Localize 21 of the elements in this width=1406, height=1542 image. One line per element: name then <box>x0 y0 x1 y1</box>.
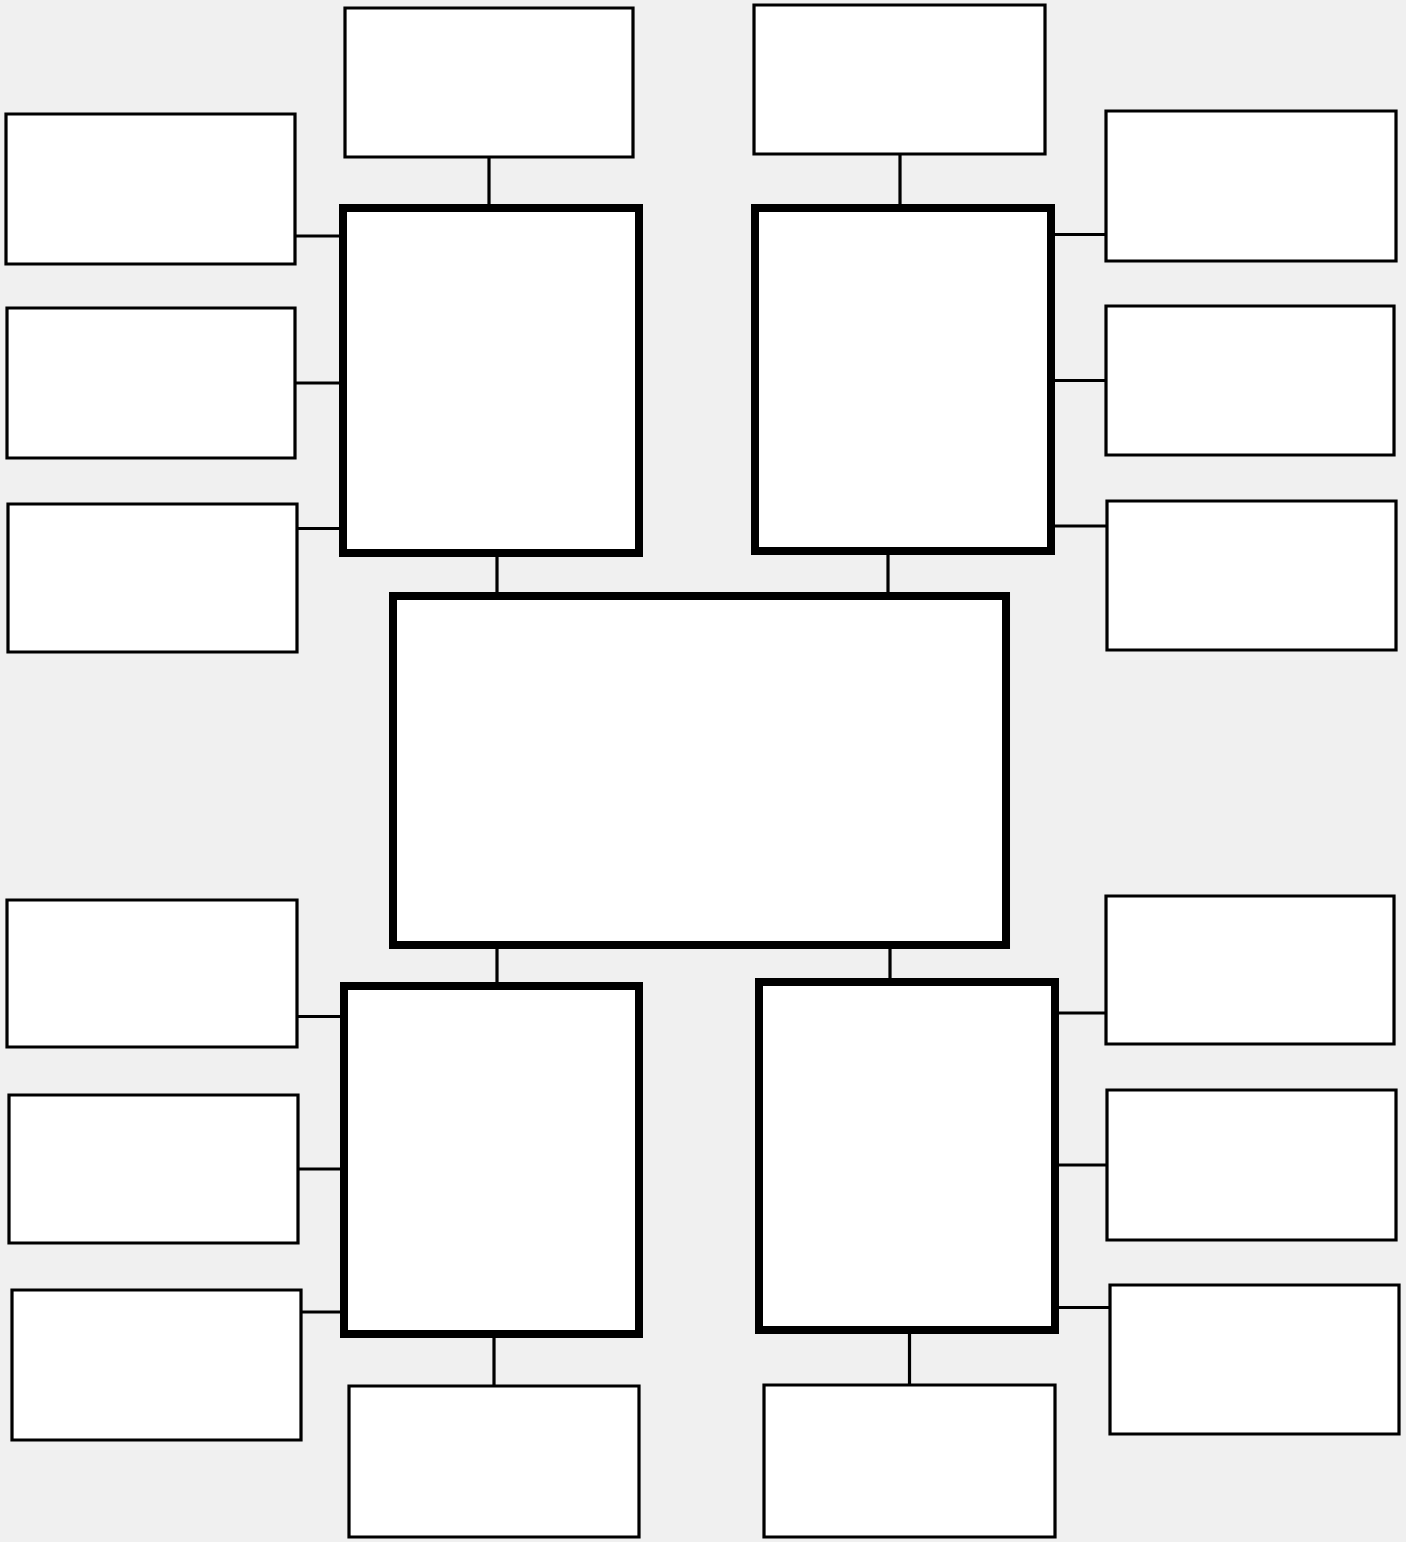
organizer-box <box>339 204 643 557</box>
organizer-box <box>751 204 1055 555</box>
text-box <box>1104 304 1396 457</box>
text-box <box>1104 109 1398 263</box>
text-box <box>5 898 299 1049</box>
text-box <box>6 502 299 654</box>
text-box <box>4 112 297 266</box>
text-box <box>10 1288 303 1442</box>
text-box <box>5 306 297 460</box>
text-box <box>1105 1088 1398 1242</box>
text-box <box>7 1093 300 1245</box>
text-box <box>1105 499 1398 652</box>
organizer-box <box>389 592 1010 949</box>
text-box <box>762 1383 1057 1539</box>
text-box <box>347 1384 641 1539</box>
text-box <box>752 3 1047 156</box>
text-box <box>343 6 635 159</box>
organizer-box <box>755 978 1059 1334</box>
organizer-box <box>340 982 643 1338</box>
text-box <box>1104 894 1396 1046</box>
text-box <box>1108 1283 1401 1436</box>
